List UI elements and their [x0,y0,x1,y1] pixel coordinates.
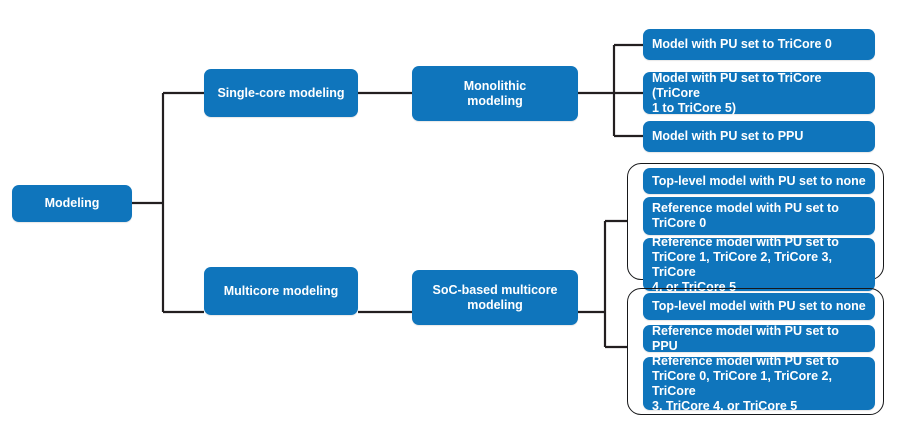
leaf-b-top-level-pu-none-label: Top-level model with PU set to none [652,299,866,313]
leaf-a-top-level-pu-none[interactable]: Top-level model with PU set to none [643,168,875,194]
leaf-model-pu-ppu-label: Model with PU set to PPU [652,129,804,143]
leaf-a-reference-pu-tricore-0[interactable]: Reference model with PU set to TriCore 0 [643,197,875,235]
node-single-core-modeling[interactable]: Single-core modeling [204,69,358,117]
leaf-a-reference-pu-tricore-1-to-5-label: Reference model with PU set to TriCore 1… [652,234,839,294]
leaf-model-pu-ppu[interactable]: Model with PU set to PPU [643,121,875,152]
node-single-core-modeling-label: Single-core modeling [217,85,345,100]
leaf-model-pu-tricore-1-to-5-label: Model with PU set to TriCore (TriCore 1 … [652,70,822,115]
leaf-a-reference-pu-tricore-0-label: Reference model with PU set to TriCore 0 [652,201,839,230]
leaf-model-pu-tricore-0-label: Model with PU set to TriCore 0 [652,37,832,51]
node-soc-based-multicore-modeling-label: SoC-based multicore modeling [432,282,558,312]
node-monolithic-modeling-label: Monolithic modeling [463,78,527,108]
leaf-a-reference-pu-tricore-1-to-5[interactable]: Reference model with PU set to TriCore 1… [643,235,875,294]
node-multicore-modeling-label: Multicore modeling [223,283,339,298]
node-monolithic-modeling[interactable]: Monolithic modeling [412,66,578,121]
leaf-b-top-level-pu-none[interactable]: Top-level model with PU set to none [643,293,875,320]
group-soc-configuration-b [627,288,884,415]
leaf-b-reference-pu-ppu[interactable]: Reference model with PU set to PPU [643,323,875,353]
leaf-model-pu-tricore-1-to-5[interactable]: Model with PU set to TriCore (TriCore 1 … [643,70,875,115]
node-soc-based-multicore-modeling[interactable]: SoC-based multicore modeling [412,270,578,325]
node-multicore-modeling[interactable]: Multicore modeling [204,267,358,315]
leaf-b-reference-pu-tricore-0-to-5-label: Reference model with PU set to TriCore 0… [652,353,839,413]
node-modeling-label: Modeling [44,196,100,210]
leaf-b-reference-pu-tricore-0-to-5[interactable]: Reference model with PU set to TriCore 0… [643,354,875,413]
leaf-a-top-level-pu-none-label: Top-level model with PU set to none [652,173,866,188]
leaf-b-reference-pu-ppu-label: Reference model with PU set to PPU [652,323,839,353]
node-modeling[interactable]: Modeling [12,185,132,222]
leaf-model-pu-tricore-0[interactable]: Model with PU set to TriCore 0 [643,29,875,60]
